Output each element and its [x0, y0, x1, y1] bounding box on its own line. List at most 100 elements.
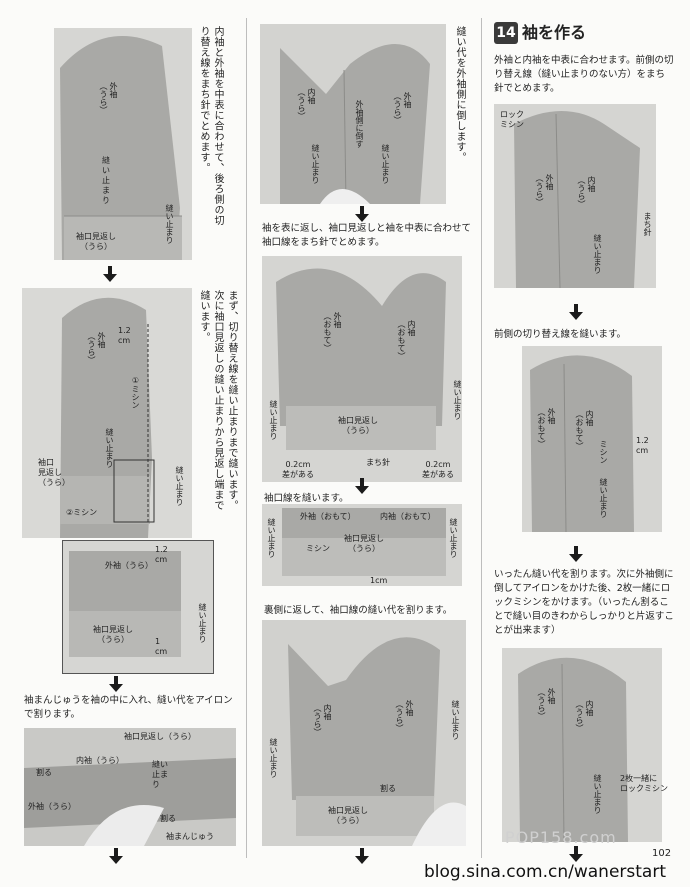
label-cuff-facing: 袖口見返し （うら）: [344, 534, 384, 553]
photo-sleeve-sewn: 1.2 cm 外袖 （うら） ①ミシン 縫い止まり 縫い止まり 袖口 見返し （…: [22, 288, 192, 538]
label-stop-point: 縫い止まり: [267, 518, 276, 558]
label-sleeve-ham: 袖まんじゅう: [166, 832, 214, 841]
photo-front-sewn: 外袖 （おもて） 内袖 （おもて） ミシン 1.2 cm 縫い止まり: [522, 346, 662, 533]
label-stop-point: 縫い止まり: [102, 156, 110, 205]
label-stop-point: 縫い止まり: [311, 144, 320, 184]
column-divider: [246, 18, 247, 858]
label-stop-point: 縫い止まり: [152, 760, 168, 789]
photo-seam-to-outer: 内袖 （うら） 外袖側に倒す 外袖 （うら） 縫い止まり 縫い止まり: [260, 24, 446, 205]
label-stop-point: 縫い止まり: [198, 603, 207, 643]
photo-sleeve-pinned: 外袖 （うら） 縫い止まり 縫い止まり 袖口見返し （うら）: [54, 28, 192, 260]
label-inner-sleeve: 内袖（おもて）: [380, 512, 436, 521]
label-inner-sleeve: 内袖 （うら）: [313, 704, 332, 736]
photo-front-pinned: ロック ミシン 外袖 （うら） 内袖 （うら） 縫い止まり まち針: [494, 104, 656, 289]
instruction-text-6: 袖口線を縫います。: [264, 493, 349, 504]
sleeve-illustration: [262, 620, 466, 846]
label-outer-sleeve: 外袖（おもて）: [300, 512, 356, 521]
photo-pressing-seam: 袖口見返し（うら） 内袖（うら） 割る 縫い止まり 外袖（うら） 割る 袖まんじ…: [24, 728, 236, 846]
label-inner-sleeve: 内袖 （うら）: [575, 700, 594, 732]
label-cuff-facing: 袖口 見返し （うら）: [38, 458, 70, 487]
label-sewing-2: ②ミシン: [66, 508, 98, 517]
label-outer-sleeve: 外袖 （おもて）: [537, 408, 556, 448]
label-cuff-facing: 袖口見返し（うら）: [124, 732, 196, 741]
instruction-text-5: 袖を表に返し、袖口見返しと袖を中表に合わせて袖口線をまち針でとめます。: [262, 223, 472, 248]
label-serger: 2枚一緒に ロックミシン: [620, 774, 668, 793]
cuff-illustration: [262, 504, 462, 586]
label-outer-sleeve: 外袖 （うら）: [99, 82, 118, 114]
label-stop-point: 縫い止まり: [105, 428, 114, 468]
instruction-text-4: 縫い代を外袖側に倒します。: [454, 26, 465, 163]
footer-url: blog.sina.com.cn/wanerstart: [424, 862, 666, 882]
label-inner-sleeve: 内袖 （うら）: [297, 88, 316, 120]
label-inner-sleeve: 内袖 （うら）: [577, 176, 596, 208]
label-sewing-1: ①ミシン: [131, 376, 140, 409]
label-stop-point-2: 縫い止まり: [165, 204, 174, 244]
label-outer-sleeve: 外袖 （うら）: [537, 688, 556, 720]
label-inner-sleeve: 内袖（うら）: [76, 756, 124, 765]
sleeve-illustration: [262, 256, 462, 482]
instruction-text-7: 裏側に返して、袖口線の縫い代を割ります。: [264, 605, 453, 616]
sleeve-illustration: [522, 346, 662, 533]
instruction-text-10: いったん縫い代を割ります。次に外袖側に倒してアイロンをかけた後、2枚一緒にロック…: [494, 569, 674, 636]
label-cuff-facing: 袖口見返し （うら）: [328, 806, 368, 825]
label-cuff-facing: 袖口見返し （うら）: [93, 625, 133, 644]
label-outer-sleeve: 外袖（うら）: [28, 802, 76, 811]
instruction-text-8: 外袖と内袖を中表に合わせます。前側の切り替え線（縫い止まりのない方）をまち針でと…: [494, 55, 674, 94]
pressing-illustration: [24, 728, 236, 846]
label-stop-point-2: 縫い止まり: [175, 466, 184, 506]
sleeve-illustration: [260, 24, 446, 205]
label-stop-point-2: 縫い止まり: [449, 518, 458, 558]
label-sewing: ミシン: [306, 544, 330, 553]
label-press-open: 割る: [380, 784, 396, 793]
label-fold-outer: 外袖側に倒す: [355, 100, 364, 148]
label-1cm: 1cm: [370, 576, 388, 585]
label-stop-point-2: 縫い止まり: [381, 144, 390, 184]
label-outer-sleeve: 外袖（うら）: [105, 561, 153, 570]
label-inner-sleeve: 内袖 （おもて）: [397, 320, 416, 360]
watermark: POP158.com: [505, 828, 617, 847]
page-number: 102: [652, 848, 672, 859]
photo-cuff-pinned: 外袖 （おもて） 内袖 （おもて） 縫い止まり 縫い止まり 袖口見返し （うら）…: [262, 256, 462, 482]
column-divider: [481, 18, 482, 858]
sleeve-illustration: [502, 648, 662, 843]
label-stop-point-2: 縫い止まり: [453, 380, 462, 420]
label-stop-point: 縫い止まり: [593, 234, 602, 274]
label-outer-sleeve: 外袖 （うら）: [395, 700, 414, 732]
instruction-text-9: 前側の切り替え線を縫います。: [494, 329, 627, 340]
label-press-open-2: 割る: [160, 814, 176, 823]
label-cuff-facing: 袖口見返し （うら）: [76, 232, 116, 251]
photo-serged: 外袖 （うら） 内袖 （うら） 縫い止まり 2枚一緒に ロックミシン: [502, 648, 668, 843]
step-number-badge: 14: [494, 22, 518, 44]
zoom-illustration: [63, 541, 213, 673]
step-title: 袖を作る: [522, 23, 587, 42]
label-stop-point: 縫い止まり: [593, 774, 602, 814]
label-pin: まち針: [366, 458, 390, 467]
label-1-2cm: 1.2 cm: [636, 436, 649, 455]
instruction-text-1: 内袖と外袖を中表に合わせて、後ろ側の切り替え線をまち針でとめます。: [198, 26, 223, 226]
instruction-text-3: 袖まんじゅうを袖の中に入れ、縫い代をアイロンで割ります。: [24, 695, 233, 720]
label-pin: まち針: [643, 212, 652, 236]
label-1cm: 1 cm: [155, 637, 168, 656]
label-outer-sleeve: 外袖 （おもて）: [323, 312, 342, 352]
photo-cuff-sewn: 外袖（おもて） 内袖（おもて） 縫い止まり 袖口見返し （うら） ミシン 縫い止…: [262, 504, 462, 586]
photo-zoom-detail: 1.2 cm 外袖（うら） 縫い止まり 袖口見返し （うら） 1 cm: [62, 540, 214, 674]
photo-cuff-pressed: 内袖 （うら） 外袖 （うら） 縫い止まり 縫い止まり 割る 袖口見返し （うら…: [262, 620, 466, 846]
label-outer-sleeve: 外袖 （うら）: [393, 92, 412, 124]
label-serger: ロック ミシン: [500, 110, 524, 129]
label-diff-right: 0.2cm 差がある: [422, 460, 454, 479]
label-1-2cm: 1.2 cm: [118, 326, 131, 345]
label-stop-point: 縫い止まり: [599, 478, 608, 518]
sleeve-illustration: [494, 104, 656, 289]
label-sewing: ミシン: [599, 440, 608, 464]
label-stop-point-2: 縫い止まり: [451, 700, 460, 740]
label-press-open: 割る: [36, 768, 52, 777]
sleeve-illustration: [22, 288, 192, 538]
label-stop-point: 縫い止まり: [269, 738, 278, 778]
label-1-2cm: 1.2 cm: [155, 545, 168, 564]
label-diff-left: 0.2cm 差がある: [282, 460, 314, 479]
label-cuff-facing: 袖口見返し （うら）: [338, 416, 378, 435]
instruction-text-2: まず、切り替え線を縫い止まりまで縫います。次に袖口見返しの縫い止まりから見返し端…: [198, 290, 237, 511]
label-stop-point: 縫い止まり: [269, 400, 278, 440]
label-outer-sleeve: 外袖 （うら）: [87, 332, 106, 364]
sleeve-illustration: [54, 28, 192, 260]
